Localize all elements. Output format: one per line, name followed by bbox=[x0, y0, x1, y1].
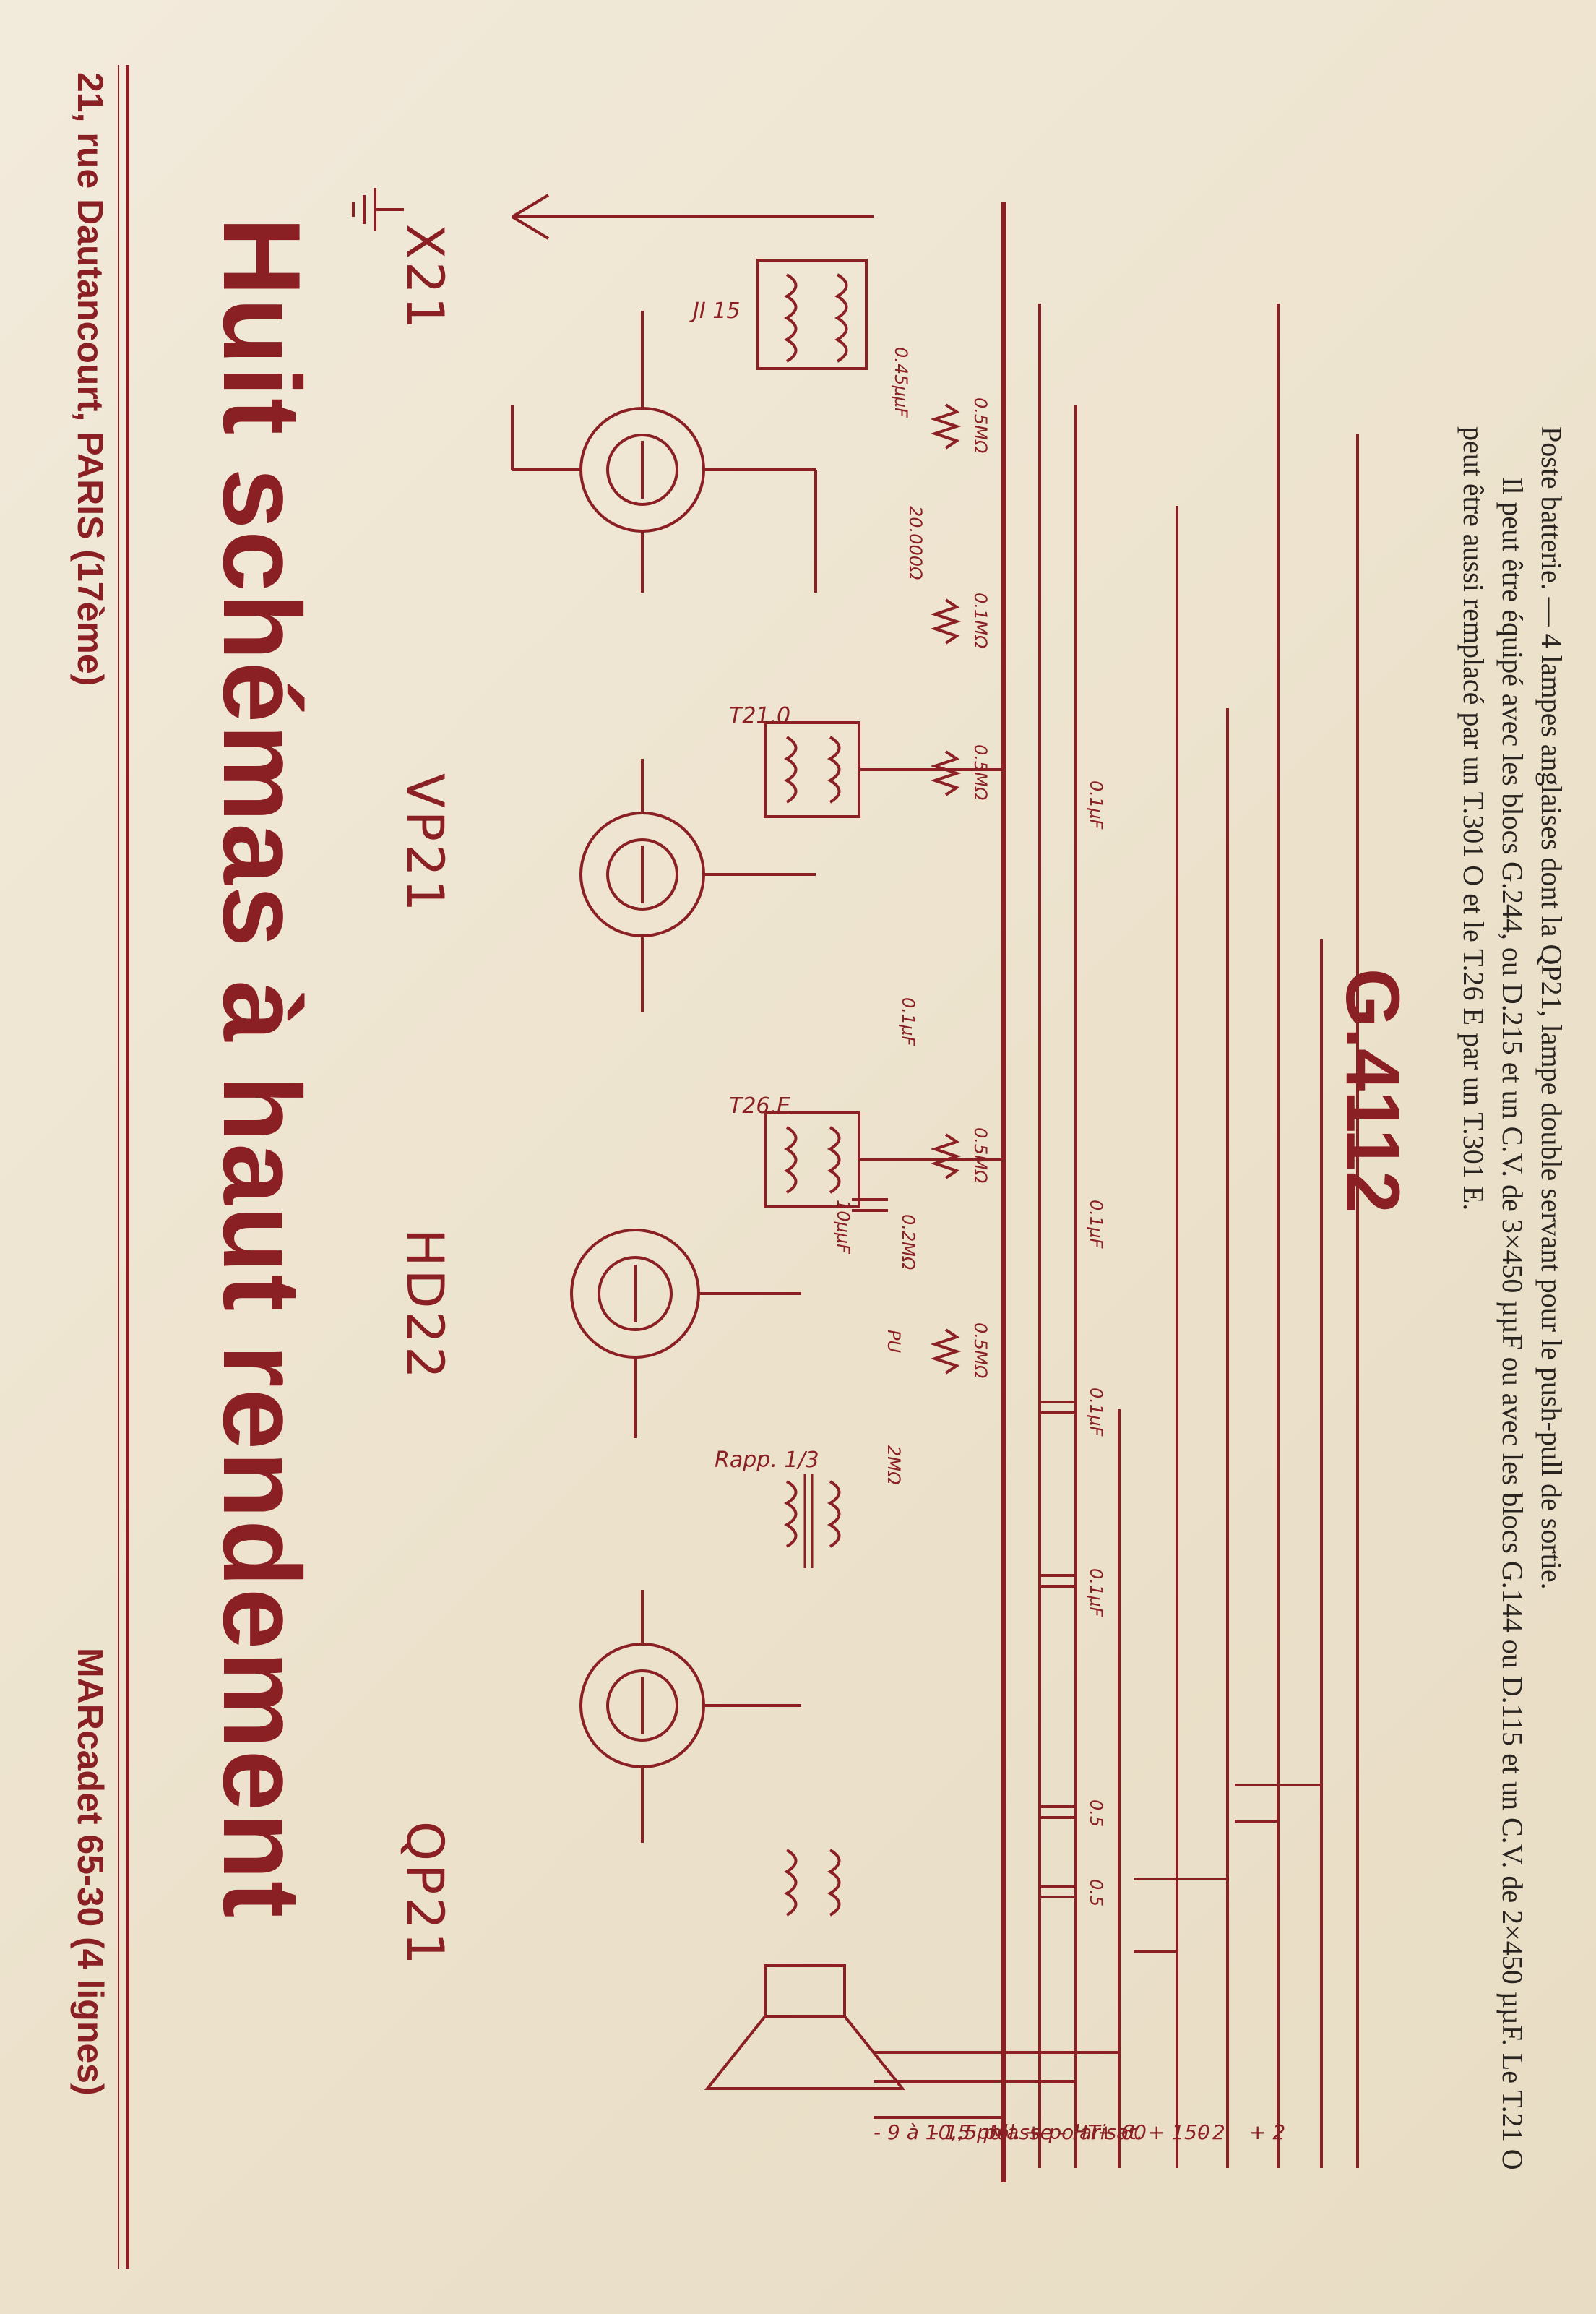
output-transformer bbox=[784, 1849, 841, 1917]
if-transformer-t26e bbox=[764, 1111, 1004, 1208]
tube-qp21 bbox=[579, 1590, 801, 1843]
if-transformer-t210 bbox=[764, 721, 1004, 818]
if1-label: T21.0 bbox=[729, 703, 790, 728]
r2-label: 0.1MΩ bbox=[970, 593, 991, 649]
supply-label-8: + 2 bbox=[1249, 2120, 1285, 2144]
c7-label: 0.1µF bbox=[1086, 1388, 1106, 1437]
r6-label: 0.5MΩ bbox=[970, 1322, 991, 1379]
r1-label: 0.5MΩ bbox=[970, 397, 991, 454]
c9-label: 0.5 bbox=[1086, 1799, 1106, 1827]
c1-label: 0.45µµF bbox=[891, 347, 911, 418]
supply-label-7: - 2 bbox=[1199, 2120, 1225, 2144]
supply-label-6: + 150 bbox=[1148, 2120, 1210, 2144]
caption-lead: Poste batterie. — 4 lampes anglaises don… bbox=[1535, 426, 1568, 1590]
ratio-label: Rapp. 1/3 bbox=[715, 1448, 819, 1473]
r3-label: 20.000Ω bbox=[905, 506, 926, 580]
supply-label-5: + 60 bbox=[1097, 2120, 1147, 2144]
supply-label-3: Masse - HT bbox=[989, 2120, 1102, 2144]
c2-label: 0.1µF bbox=[1086, 780, 1106, 830]
coil-label: JI 15 bbox=[689, 298, 740, 324]
supply-label-4: + polarisat. bbox=[1025, 2120, 1143, 2144]
loudspeaker-icon bbox=[704, 1964, 906, 2090]
l2-label: 2MΩ bbox=[884, 1445, 904, 1485]
c6-label: 10µµF bbox=[833, 1200, 853, 1255]
c5-label: 0.2MΩ bbox=[898, 1214, 918, 1270]
supply-label-2: - 1,5 pol. bbox=[931, 2120, 1021, 2144]
supply-label-1: - 9 à 10,5 pol. bbox=[874, 2120, 1014, 2144]
caption-text: Poste batterie. — 4 lampes anglaises don… bbox=[1454, 426, 1571, 2197]
c8-label: 0.1µF bbox=[1086, 1568, 1106, 1617]
c3-label: 0.1µF bbox=[1086, 1200, 1106, 1249]
capacitors bbox=[852, 1198, 1076, 1898]
audio-transformer bbox=[784, 1474, 841, 1568]
caption-body: Il peut être équipé avec les blocs G.244… bbox=[1457, 426, 1529, 2170]
if2-label: T26.E bbox=[729, 1093, 790, 1119]
c10-label: 0.5 bbox=[1086, 1879, 1106, 1906]
model-number: G.4112 bbox=[1330, 968, 1415, 1213]
r4-label: 0.5MΩ bbox=[970, 744, 991, 801]
supply-terminals bbox=[874, 1784, 1321, 2119]
ground-symbol bbox=[352, 188, 404, 231]
pu-label: PU bbox=[884, 1330, 904, 1353]
tube-vp21 bbox=[579, 759, 816, 1012]
tube-hd22 bbox=[570, 1229, 801, 1438]
antenna-input bbox=[511, 194, 874, 370]
tube-x21 bbox=[511, 311, 817, 593]
c4-label: 0.1µF bbox=[898, 997, 918, 1046]
r5-label: 0.5MΩ bbox=[970, 1127, 991, 1184]
resistors bbox=[930, 403, 962, 1375]
